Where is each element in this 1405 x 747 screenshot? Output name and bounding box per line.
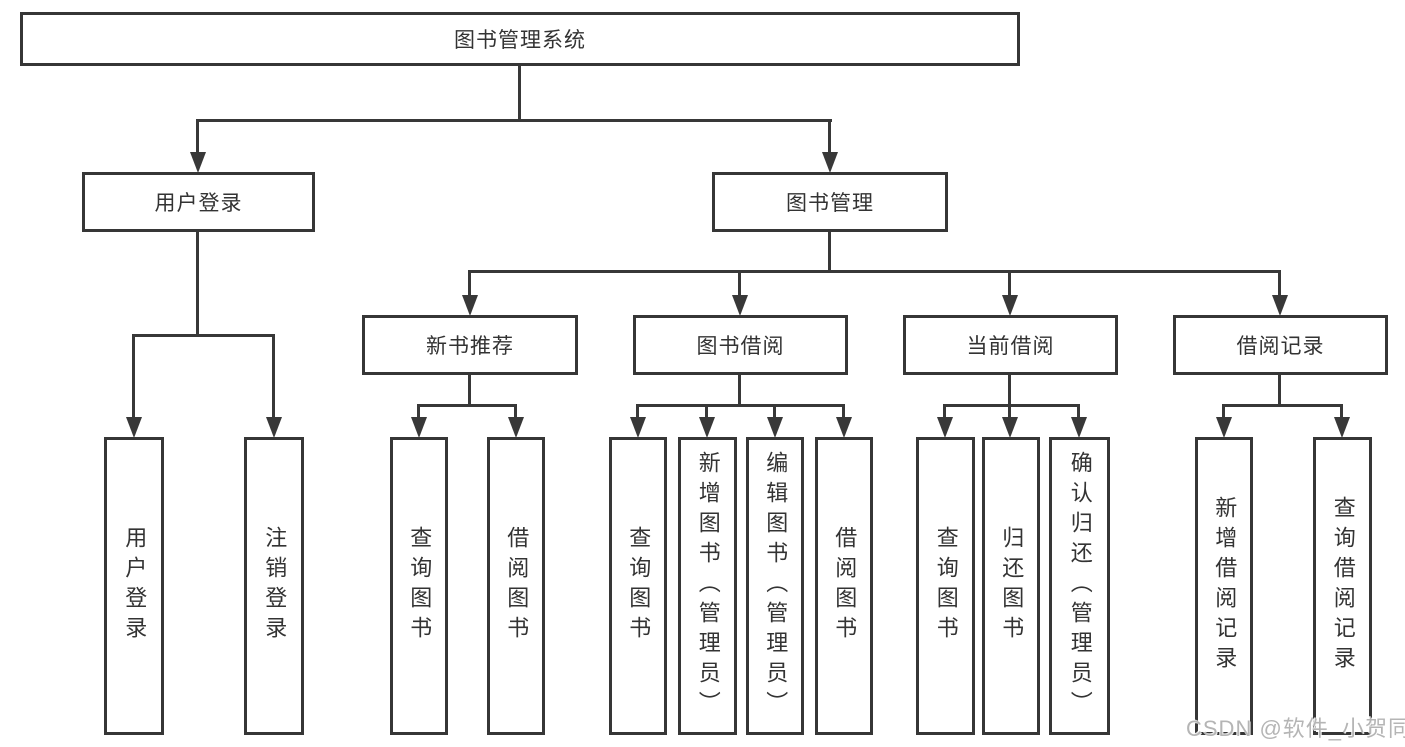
leaf-newbook-borrow-books-label: 借阅图书	[504, 526, 530, 646]
node-book-borrow-label: 图书借阅	[696, 335, 785, 358]
connector-line	[417, 404, 420, 420]
arrow-down-icon	[732, 295, 748, 316]
leaf-current-confirm-return-admin-label: 确认归还（管理员）	[1067, 451, 1093, 721]
connector-line	[828, 232, 831, 273]
connector-line	[196, 232, 199, 337]
connector-line	[468, 270, 471, 298]
connector-line	[468, 270, 1281, 273]
node-new-book-recommend: 新书推荐	[362, 315, 578, 375]
node-new-book-recommend-label: 新书推荐	[426, 335, 514, 358]
connector-line	[1278, 270, 1281, 298]
connector-line	[773, 404, 776, 420]
connector-line	[196, 119, 199, 157]
arrow-down-icon	[630, 417, 646, 438]
node-current-borrow: 当前借阅	[903, 315, 1118, 375]
node-user-login-label: 用户登录	[154, 192, 243, 215]
node-borrow-record-label: 借阅记录	[1236, 335, 1325, 358]
arrow-down-icon	[190, 152, 206, 173]
arrow-down-icon	[266, 417, 282, 438]
arrow-down-icon	[462, 295, 478, 316]
arrow-down-icon	[508, 417, 524, 438]
connector-line	[1008, 404, 1011, 420]
leaf-record-query-borrow-record-label: 查询借阅记录	[1330, 496, 1356, 676]
leaf-user-login-label: 用户登录	[122, 526, 148, 646]
leaf-current-confirm-return-admin: 确认归还（管理员）	[1049, 437, 1110, 735]
arrow-down-icon	[1002, 417, 1018, 438]
connector-line	[518, 66, 521, 122]
connector-line	[514, 404, 517, 420]
connector-line	[738, 375, 741, 407]
connector-line	[738, 270, 741, 298]
leaf-logout: 注销登录	[244, 437, 304, 735]
connector-line	[943, 404, 1080, 407]
connector-line	[705, 404, 708, 420]
node-root-label: 图书管理系统	[454, 29, 586, 52]
connector-line	[1008, 270, 1011, 298]
leaf-borrow-borrow-books-label: 借阅图书	[832, 526, 858, 646]
arrow-down-icon	[1216, 417, 1232, 438]
leaf-record-add-borrow-record-label: 新增借阅记录	[1212, 496, 1238, 676]
connector-line	[272, 334, 275, 420]
leaf-newbook-borrow-books: 借阅图书	[487, 437, 545, 735]
arrow-down-icon	[411, 417, 427, 438]
connector-line	[1077, 404, 1080, 420]
connector-line	[1278, 375, 1281, 407]
leaf-borrow-query-books: 查询图书	[609, 437, 667, 735]
arrow-down-icon	[1334, 417, 1350, 438]
connector-line	[1222, 404, 1225, 420]
connector-line	[636, 404, 845, 407]
node-borrow-record: 借阅记录	[1173, 315, 1388, 375]
connector-line	[943, 404, 946, 420]
connector-line	[1340, 404, 1343, 420]
leaf-borrow-add-books-admin: 新增图书（管理员）	[678, 437, 737, 735]
arrow-down-icon	[1272, 295, 1288, 316]
leaf-newbook-query-books: 查询图书	[390, 437, 448, 735]
connector-line	[468, 375, 471, 407]
node-current-borrow-label: 当前借阅	[966, 335, 1055, 358]
leaf-borrow-query-books-label: 查询图书	[626, 526, 652, 646]
connector-line	[196, 119, 832, 122]
connector-line	[1008, 375, 1011, 407]
leaf-current-return-books: 归还图书	[982, 437, 1040, 735]
node-book-management-label: 图书管理	[786, 192, 874, 215]
arrow-down-icon	[699, 417, 715, 438]
arrow-down-icon	[836, 417, 852, 438]
connector-line	[828, 119, 831, 157]
arrow-down-icon	[937, 417, 953, 438]
arrow-down-icon	[126, 417, 142, 438]
leaf-newbook-query-books-label: 查询图书	[407, 526, 433, 646]
watermark: CSDN @软件_小贺同学	[1186, 716, 1405, 741]
leaf-borrow-add-books-admin-label: 新增图书（管理员）	[695, 451, 721, 721]
connector-line	[636, 404, 639, 420]
connector-line	[842, 404, 845, 420]
node-book-management: 图书管理	[712, 172, 948, 232]
arrow-down-icon	[1071, 417, 1087, 438]
arrow-down-icon	[1002, 295, 1018, 316]
leaf-record-add-borrow-record: 新增借阅记录	[1195, 437, 1253, 735]
connector-line	[132, 334, 275, 337]
leaf-current-return-books-label: 归还图书	[999, 526, 1025, 646]
node-book-borrow: 图书借阅	[633, 315, 848, 375]
arrow-down-icon	[767, 417, 783, 438]
connector-line	[132, 334, 135, 420]
leaf-record-query-borrow-record: 查询借阅记录	[1313, 437, 1372, 735]
leaf-logout-label: 注销登录	[262, 526, 288, 646]
leaf-user-login: 用户登录	[104, 437, 164, 735]
leaf-borrow-edit-books-admin-label: 编辑图书（管理员）	[763, 451, 789, 721]
leaf-borrow-borrow-books: 借阅图书	[815, 437, 873, 735]
leaf-current-query-books: 查询图书	[916, 437, 975, 735]
connector-line	[417, 404, 517, 407]
connector-line	[1222, 404, 1343, 407]
leaf-borrow-edit-books-admin: 编辑图书（管理员）	[746, 437, 804, 735]
leaf-current-query-books-label: 查询图书	[933, 526, 959, 646]
node-root: 图书管理系统	[20, 12, 1020, 66]
node-user-login: 用户登录	[82, 172, 315, 232]
arrow-down-icon	[822, 152, 838, 173]
